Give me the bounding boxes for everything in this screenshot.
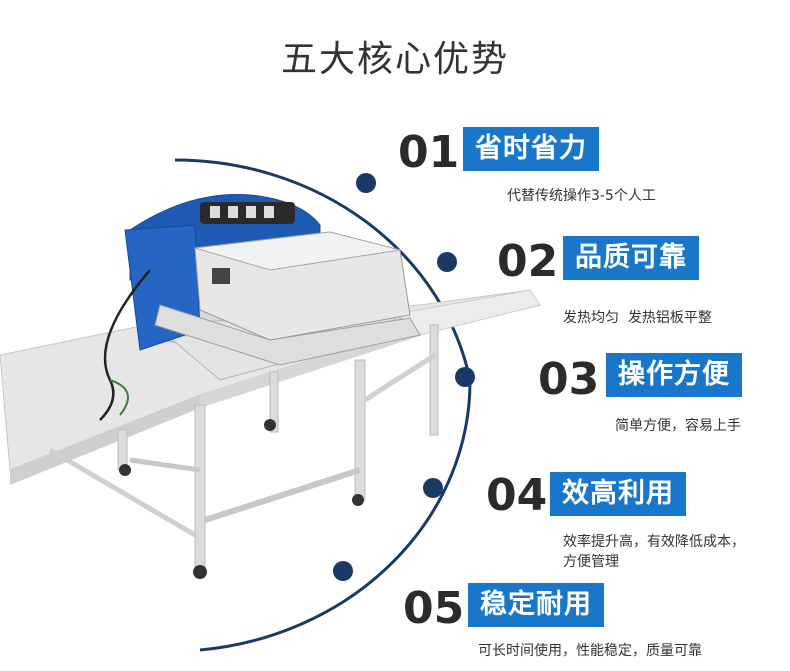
heat-press-machine-image xyxy=(0,193,541,579)
feature-title-01: 省时省力 xyxy=(463,127,599,171)
page-title: 五大核心优势 xyxy=(280,39,509,80)
feature-number-03: 03 xyxy=(538,354,600,405)
feature-desc-05: 可长时间使用，性能稳定，质量可靠 xyxy=(478,643,702,659)
feature-title-02: 品质可靠 xyxy=(563,236,699,280)
feature-desc-04: 效率提升高，有效降低成本， 方便管理 xyxy=(563,532,745,572)
feature-desc-03: 简单方便，容易上手 xyxy=(615,418,741,434)
feature-desc-04-line1: 效率提升高，有效降低成本， xyxy=(563,534,745,550)
feature-number-02: 02 xyxy=(497,236,559,287)
feature-desc-04-line2: 方便管理 xyxy=(563,554,619,570)
arc-dot-2 xyxy=(437,252,457,272)
feature-title-03: 操作方便 xyxy=(606,353,742,397)
feature-desc-02: 发热均匀 发热铝板平整 xyxy=(563,310,712,326)
arc-dot-5 xyxy=(333,561,353,581)
feature-desc-01: 代替传统操作3-5个人工 xyxy=(507,188,656,204)
arc-dot-3 xyxy=(455,367,475,387)
arc-dot-4 xyxy=(423,478,443,498)
arc-dot-1 xyxy=(356,173,376,193)
feature-number-01: 01 xyxy=(398,127,460,178)
feature-title-05: 稳定耐用 xyxy=(468,583,604,627)
feature-number-05: 05 xyxy=(403,583,465,634)
feature-title-04: 效高利用 xyxy=(550,472,686,516)
feature-number-04: 04 xyxy=(486,470,548,521)
